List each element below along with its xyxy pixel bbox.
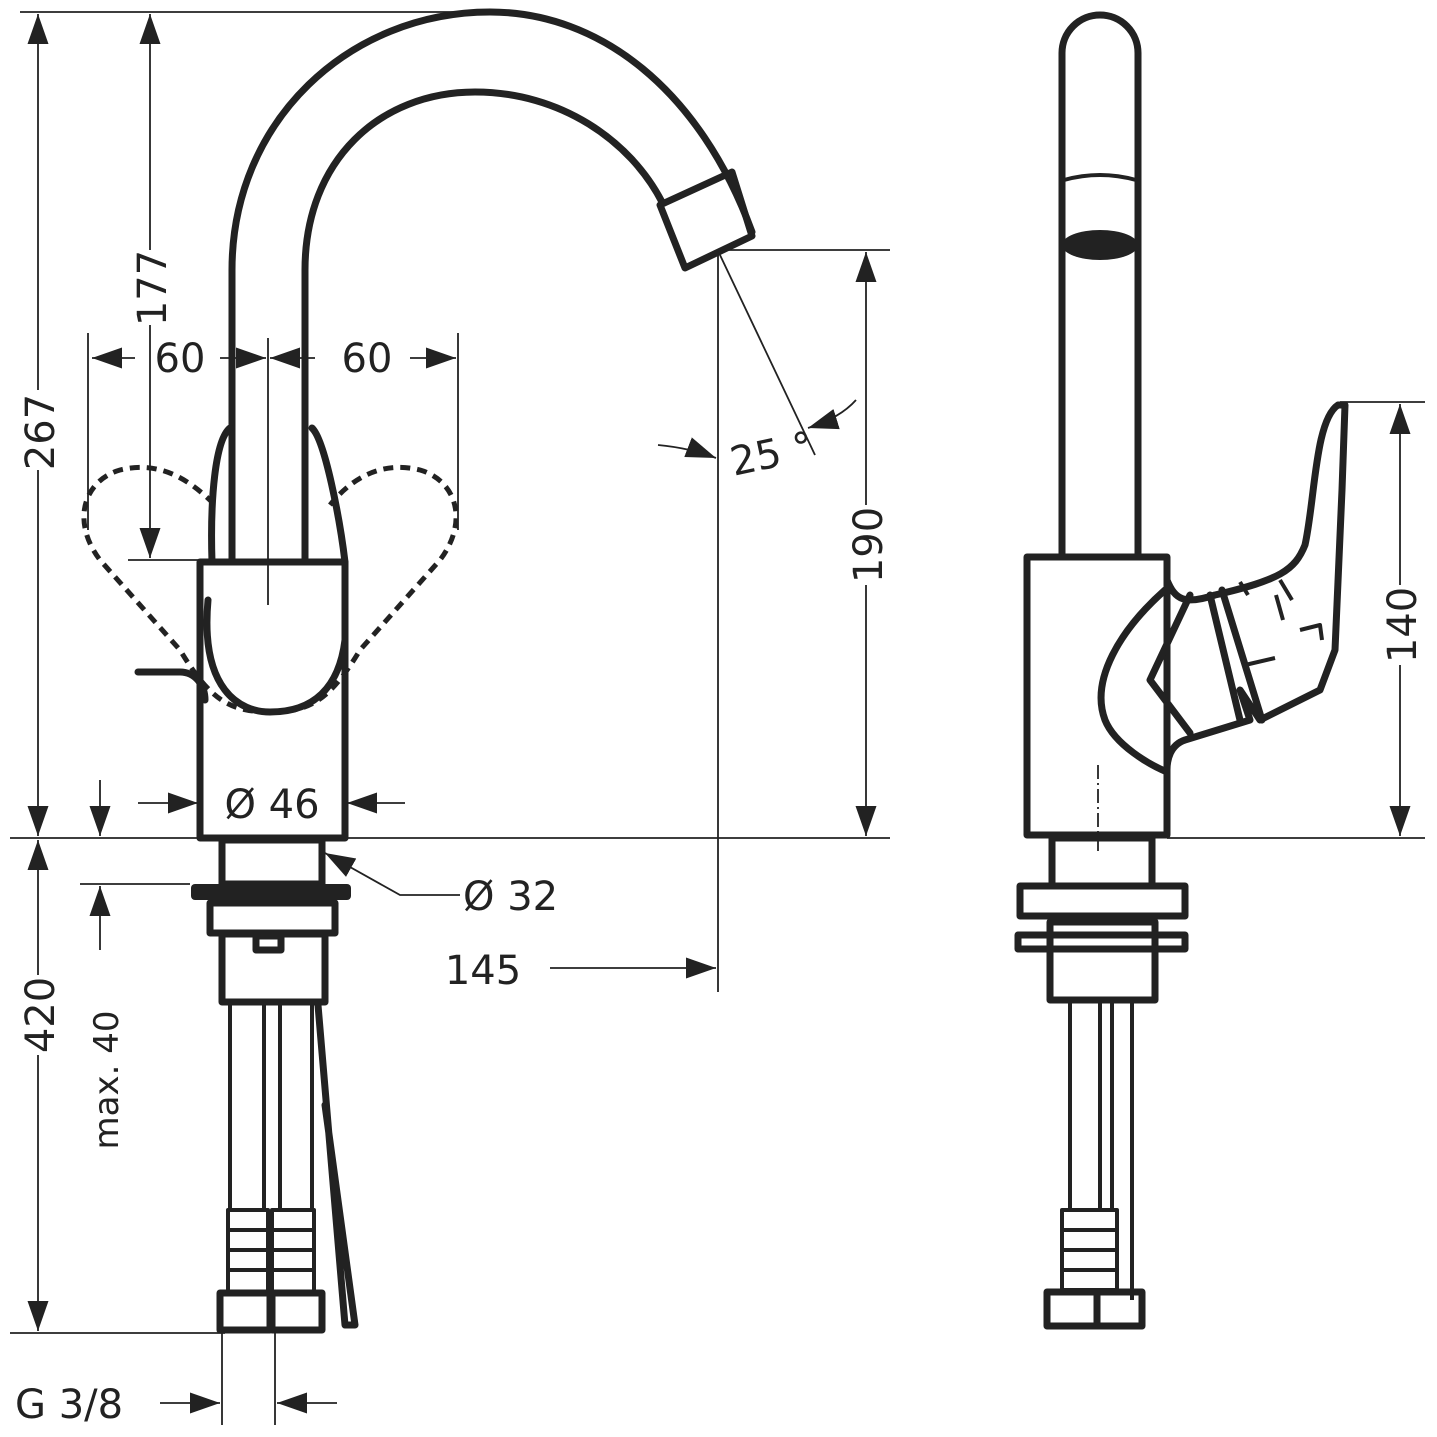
hose-connectors <box>226 1208 316 1294</box>
side-hose-nuts <box>1043 1288 1146 1330</box>
handle-lever <box>203 424 349 716</box>
dim-177: 177 <box>130 250 176 326</box>
dim-60-left: 60 <box>155 336 206 382</box>
ring <box>206 899 339 937</box>
aerator <box>656 168 756 272</box>
front-view <box>81 8 756 1334</box>
side-dimensions: 140 <box>1167 401 1426 839</box>
rod <box>314 1001 359 1329</box>
front-dimensions: 267 177 60 60 25 ° 190 Ø 46 Ø 32 145 420… <box>10 11 892 1428</box>
dim-60-right: 60 <box>342 336 393 382</box>
small-lever <box>134 668 209 704</box>
dim-max-40: max. 40 <box>87 1011 127 1150</box>
hoses <box>228 1003 314 1210</box>
dim-diameter-46: Ø 46 <box>224 782 319 828</box>
dim-g-3-8: G 3/8 <box>15 1382 123 1428</box>
dim-25-deg: 25 ° <box>726 423 817 485</box>
dim-190: 190 <box>846 507 892 583</box>
side-handle <box>1097 401 1349 776</box>
side-washer <box>1016 882 1189 920</box>
washer <box>191 884 351 900</box>
dim-420: 420 <box>18 977 64 1053</box>
nut <box>218 930 329 1006</box>
dim-diameter-32: Ø 32 <box>463 874 558 920</box>
shank <box>218 836 326 888</box>
dim-267: 267 <box>18 394 64 470</box>
spout-inner <box>301 88 666 564</box>
side-spout <box>1058 11 1142 559</box>
dim-140: 140 <box>1380 587 1426 663</box>
hose-nuts <box>216 1289 326 1334</box>
side-aerator <box>1062 230 1138 260</box>
side-hoses <box>1068 1000 1134 1300</box>
side-view <box>1014 11 1349 1330</box>
side-body <box>1023 553 1171 839</box>
dim-145: 145 <box>445 948 521 994</box>
handle-swing-dashed <box>81 464 459 715</box>
